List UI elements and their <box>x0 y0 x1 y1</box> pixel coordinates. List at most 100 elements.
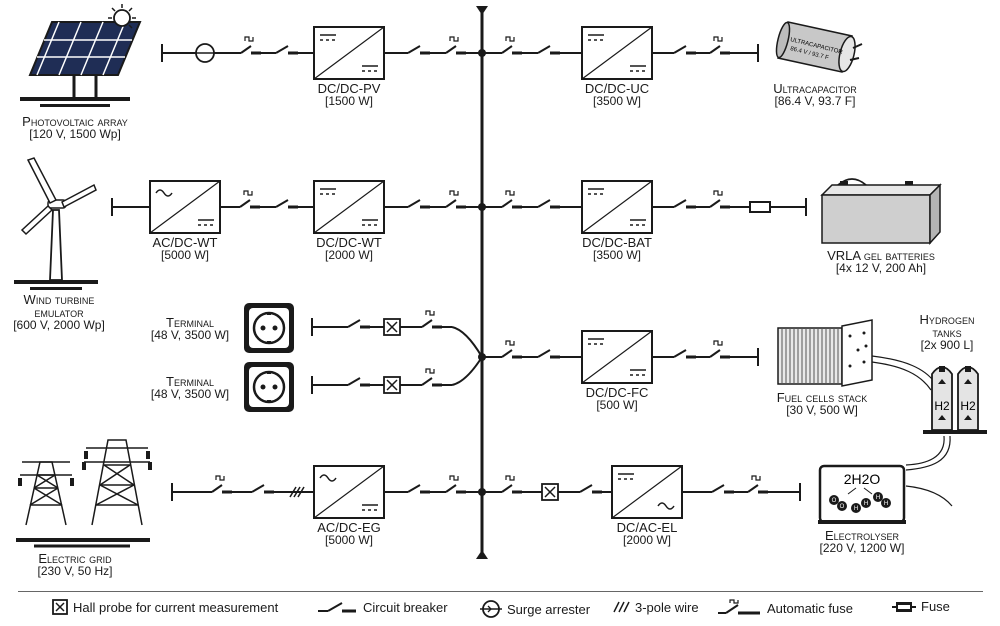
uc-title: Ultracapacitor <box>773 81 857 96</box>
svg-text:H: H <box>876 495 880 501</box>
fc-title: Fuel cells stack <box>776 390 868 405</box>
terminal-1-socket-icon <box>242 301 296 355</box>
h2-title2: tanks <box>932 325 962 340</box>
acdc-eg-label: AC/DC-EG [5000 W] <box>299 521 399 547</box>
dcdc-uc-power: [3500 W] <box>592 94 642 108</box>
dc-bus <box>476 6 488 559</box>
dcac-el-converter <box>611 465 683 519</box>
bat-label: VRLA gel batteries [4x 12 V, 200 Ah] <box>800 249 962 275</box>
el-title: Electrolyser <box>824 528 900 543</box>
wt-title2: emulator <box>34 305 84 320</box>
battery-icon <box>820 178 942 245</box>
fc-line <box>482 330 759 384</box>
el-line <box>482 465 801 519</box>
dcdc-pv-label: DC/DC-PV [1500 W] <box>299 82 399 108</box>
solar-panel-icon <box>20 4 142 107</box>
dcdc-wt-label: DC/DC-WT [2000 W] <box>299 236 399 262</box>
automatic-fuse-icon <box>718 599 760 615</box>
acdc-eg-power: [5000 W] <box>324 533 374 547</box>
wt-line <box>111 180 482 234</box>
dcdc-fc-converter <box>581 330 653 384</box>
dcdc-bat-name: DC/DC-BAT <box>582 235 652 250</box>
bat-spec: [4x 12 V, 200 Ah] <box>835 261 927 275</box>
wt-label: Wind turbine emulator [600 V, 2000 Wp] <box>0 293 118 332</box>
acdc-eg-converter <box>313 465 385 519</box>
uc-label: Ultracapacitor [86.4 V, 93.7 F] <box>750 82 880 108</box>
term2-label: Terminal [48 V, 3500 W] <box>138 375 242 401</box>
terminal-2-socket-icon <box>242 360 296 414</box>
h2-label: Hydrogen tanks [2x 900 L] <box>900 313 994 352</box>
legend-automatic-fuse-label: Automatic fuse <box>767 600 853 616</box>
bat-line <box>482 180 807 234</box>
electrolyser-formula: 2H2O <box>844 471 881 487</box>
three-pole-wire-icon <box>289 486 305 498</box>
svg-text:O: O <box>840 504 845 510</box>
dcdc-fc-label: DC/DC-FC [500 W] <box>567 386 667 412</box>
legend-fuse: Fuse <box>892 599 950 614</box>
term1-title: Terminal <box>166 315 214 330</box>
svg-text:H: H <box>864 501 868 507</box>
dcac-el-power: [2000 W] <box>622 533 672 547</box>
surge-arrester-icon <box>480 600 502 618</box>
h2-tank-2-icon <box>957 365 979 431</box>
legend-three-pole-wire: 3-pole wire <box>612 599 699 615</box>
pv-spec: [120 V, 1500 Wp] <box>29 127 121 141</box>
acdc-wt-converter <box>149 180 221 234</box>
dcdc-pv-converter <box>313 26 385 80</box>
dcac-el-label: DC/AC-EL [2000 W] <box>597 521 697 547</box>
legend-circuit-breaker: Circuit breaker <box>318 599 448 615</box>
fuse-legend-icon <box>892 601 916 612</box>
term2-title: Terminal <box>166 374 214 389</box>
legend-surge-arrester-label: Surge arrester <box>507 601 591 617</box>
circuit-breaker-icon <box>318 602 356 613</box>
uc-spec: [86.4 V, 93.7 F] <box>774 94 856 108</box>
legend-hall-probe: Hall probe for current measurement <box>52 599 278 615</box>
svg-text:O: O <box>832 498 837 504</box>
legend-hall-probe-label: Hall probe for current measurement <box>73 599 279 615</box>
legend-surge-arrester: Surge arrester <box>480 599 590 619</box>
tank-base <box>923 430 987 434</box>
acdc-wt-power: [5000 W] <box>160 248 210 262</box>
dcdc-bat-label: DC/DC-BAT [3500 W] <box>567 236 667 262</box>
el-spec: [220 V, 1200 W] <box>819 541 905 555</box>
fc-label: Fuel cells stack [30 V, 500 W] <box>757 391 887 417</box>
dcdc-pv-name: DC/DC-PV <box>317 81 381 96</box>
dcdc-uc-name: DC/DC-UC <box>584 81 650 96</box>
ultracapacitor-icon: ULTRACAPACITOR 86.4 V / 93.7 F <box>775 21 863 73</box>
terminal-lines <box>311 309 483 394</box>
h2-tank-1-label: H2 <box>934 399 950 413</box>
grid-label: Electric grid [230 V, 50 Hz] <box>10 552 140 578</box>
dcdc-wt-power: [2000 W] <box>324 248 374 262</box>
acdc-wt-name: AC/DC-WT <box>152 235 218 250</box>
dcdc-fc-power: [500 W] <box>596 398 638 412</box>
legend-circuit-breaker-label: Circuit breaker <box>363 599 448 615</box>
grid-title: Electric grid <box>38 551 112 566</box>
electrolyser-icon: 2H2O OO HH HH <box>818 464 906 524</box>
hall-probe-icon <box>52 599 68 615</box>
insulator-icon <box>18 451 152 486</box>
legend: Hall probe for current measurement Circu… <box>0 591 1000 626</box>
term1-spec: [48 V, 3500 W] <box>150 328 230 342</box>
legend-three-pole-wire-label: 3-pole wire <box>635 599 699 615</box>
acdc-wt-label: AC/DC-WT [5000 W] <box>135 236 235 262</box>
uc-line <box>482 26 759 80</box>
dcdc-uc-label: DC/DC-UC [3500 W] <box>567 82 667 108</box>
term2-spec: [48 V, 3500 W] <box>150 387 230 401</box>
bat-title: VRLA gel batteries <box>827 248 935 263</box>
dcdc-bat-converter <box>581 180 653 234</box>
h2-spec: [2x 900 L] <box>920 338 974 352</box>
el-label: Electrolyser [220 V, 1200 W] <box>800 529 924 555</box>
h2-title: Hydrogen <box>919 312 975 327</box>
power-tower-icon <box>16 439 150 548</box>
dcdc-wt-name: DC/DC-WT <box>316 235 382 250</box>
acdc-eg-name: AC/DC-EG <box>317 520 381 535</box>
legend-automatic-fuse: Automatic fuse <box>718 599 853 617</box>
h2-tank-1-icon <box>931 365 953 431</box>
three-pole-wire-legend-icon <box>613 601 630 613</box>
wt-spec: [600 V, 2000 Wp] <box>13 318 105 332</box>
svg-text:H: H <box>854 506 858 512</box>
pv-title: Photovoltaic array <box>22 114 128 129</box>
dcdc-pv-power: [1500 W] <box>324 94 374 108</box>
legend-divider <box>18 591 983 592</box>
